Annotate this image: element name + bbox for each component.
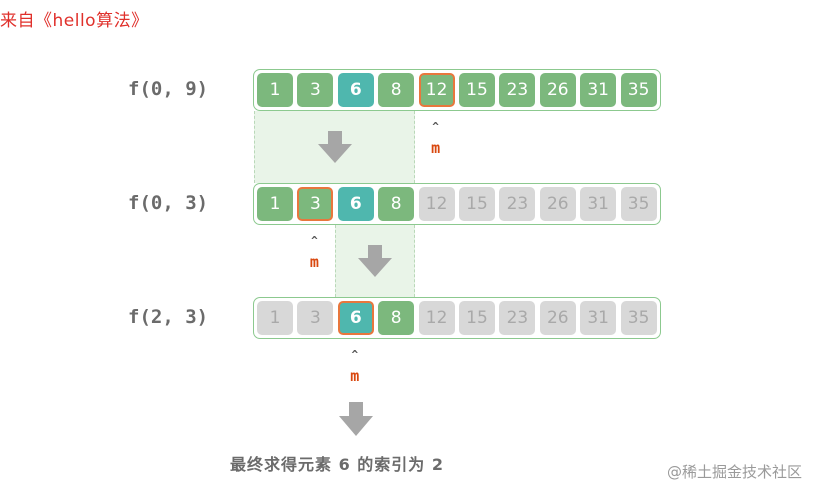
array-cell: 31 [580, 187, 617, 221]
pointer-label: m [350, 367, 360, 385]
array-cell: 6 [337, 301, 374, 335]
array-cell: 12 [418, 73, 455, 107]
array-cell: 26 [539, 73, 576, 107]
array-cell: 15 [459, 187, 495, 221]
array-cell: 26 [539, 301, 576, 335]
array-cell: 8 [378, 187, 415, 221]
array-cell: 1 [257, 301, 293, 335]
array-cell: 1 [257, 73, 293, 107]
array-cell: 3 [297, 187, 334, 221]
mid-pointer: ^m [345, 348, 365, 386]
array-cell: 15 [459, 301, 495, 335]
array-cell: 8 [378, 73, 415, 107]
pointer-label: m [431, 139, 441, 157]
down-arrow-icon [358, 245, 392, 277]
result-text: 最终求得元素 6 的索引为 2 [230, 455, 444, 474]
array-cell: 35 [620, 73, 657, 107]
final-down-arrow-icon [339, 402, 373, 436]
pointer-label: m [309, 253, 319, 271]
array-cell: 23 [499, 301, 536, 335]
array-cell: 12 [418, 187, 455, 221]
array-cell: 6 [337, 73, 374, 107]
array-cell: 31 [580, 73, 617, 107]
call-label: f(0, 9) [128, 78, 209, 100]
mid-pointer: ^m [426, 120, 446, 158]
array-cell: 15 [459, 73, 495, 107]
array-cell: 35 [620, 301, 657, 335]
array-cell: 12 [418, 301, 455, 335]
source-caption: 来自《hello算法》 [0, 11, 149, 31]
array-cell: 26 [539, 187, 576, 221]
array-cell: 23 [499, 187, 536, 221]
pointer-caret-icon: ^ [432, 120, 439, 133]
array-cell: 3 [297, 301, 334, 335]
down-arrow-icon [317, 131, 352, 163]
call-label: f(2, 3) [128, 306, 209, 328]
array-cell: 6 [337, 187, 374, 221]
pointer-caret-icon: ^ [311, 234, 318, 247]
array-cell: 8 [378, 301, 415, 335]
watermark: @稀土掘金技术社区 [667, 463, 803, 481]
array-cell: 3 [297, 73, 334, 107]
array-cell: 35 [620, 187, 657, 221]
array-cell: 31 [580, 301, 617, 335]
call-label: f(0, 3) [128, 192, 209, 214]
array-cell: 23 [499, 73, 536, 107]
mid-pointer: ^m [304, 234, 324, 272]
array-cell: 1 [257, 187, 293, 221]
pointer-caret-icon: ^ [351, 348, 359, 361]
